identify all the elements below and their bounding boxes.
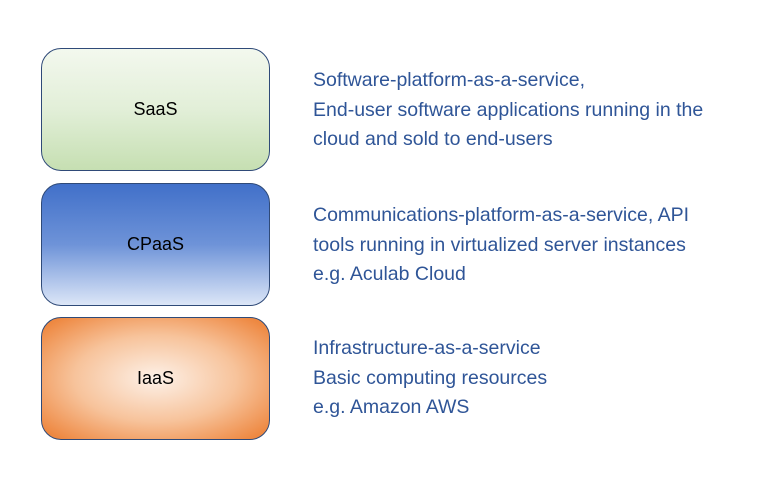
iaas-layer-label: IaaS [136,368,175,388]
saas-layer-box: SaaS [41,48,270,171]
saas-description-line: cloud and sold to end-users [313,128,553,150]
cpaas-layer-description: Communications-platform-as-a-service, AP… [313,201,689,290]
saas-layer-label: SaaS [133,99,178,119]
cpaas-layer-box: CPaaS [41,183,270,306]
iaas-description-line: e.g. Amazon AWS [313,396,470,418]
iaas-description-line: Infrastructure-as-a-service [313,337,541,359]
cpaas-description-line: tools running in virtualized server inst… [313,233,686,256]
cpaas-layer-label: CPaaS [126,234,185,254]
iaas-description-line: Basic computing resources [313,366,548,389]
iaas-layer-description: Infrastructure-as-a-service Basic comput… [313,334,547,423]
saas-description-line: End-user software applications running i… [313,98,704,121]
cpaas-description-line: Communications-platform-as-a-service, AP… [313,204,690,226]
saas-description-line: Software-platform-as-a-service, [313,69,585,91]
iaas-layer-box: IaaS [41,317,270,440]
saas-layer-description: Software-platform-as-a-service, End-user… [313,66,703,155]
cpaas-description-line: e.g. Aculab Cloud [313,263,466,285]
